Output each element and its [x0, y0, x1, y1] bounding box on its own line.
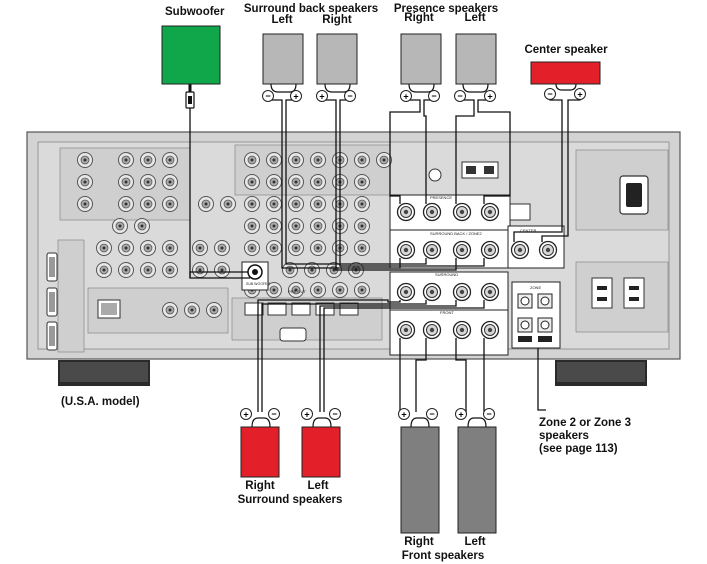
svg-text:−: − [332, 409, 337, 419]
svg-text:+: + [487, 92, 492, 102]
surround-back-left-speaker: − + [262, 33, 304, 102]
zone-label-line1: Zone 2 or Zone 3 [539, 417, 632, 429]
zone-block-text: ZONE [530, 285, 541, 290]
svg-text:−: − [486, 409, 491, 419]
front-left-speaker: + − [455, 408, 497, 534]
center-block-text: CENTER [520, 228, 537, 233]
receiver-rear-panel [26, 131, 681, 386]
presence-left-speaker: − + [454, 33, 497, 102]
svg-text:+: + [319, 92, 324, 102]
svg-text:−: − [271, 409, 276, 419]
presence-right-label: Right [404, 12, 434, 24]
svg-text:−: − [347, 91, 352, 101]
zone-label-line3: (see page 113) [539, 443, 618, 455]
svg-text:+: + [401, 410, 406, 420]
sub-out-text: SUB WOOFER [246, 282, 270, 286]
svg-text:−: − [429, 409, 434, 419]
subwoofer-box [161, 25, 221, 85]
svg-text:+: + [293, 92, 298, 102]
hdmi-ports [46, 252, 58, 351]
svg-text:+: + [403, 92, 408, 102]
usa-model-label: (U.S.A. model) [61, 396, 140, 408]
front-left-label: Left [464, 536, 486, 548]
surround-left-label: Left [307, 480, 329, 492]
front-block-text: FRONT [440, 310, 454, 315]
svg-text:−: − [457, 91, 462, 101]
front-speakers-label: Front speakers [401, 550, 485, 562]
front-right-label: Right [404, 536, 434, 548]
presence-right-speaker: + − [400, 33, 442, 102]
svg-text:−: − [431, 91, 436, 101]
svg-text:+: + [243, 410, 248, 420]
zone-label-line2: speakers [539, 430, 589, 442]
misc-connectors [97, 161, 531, 342]
surround-back-right-label: Right [322, 14, 352, 26]
ac-inlet [619, 175, 649, 215]
presence-left-label: Left [464, 12, 486, 24]
subwoofer-plug [185, 91, 195, 109]
svg-text:+: + [577, 90, 582, 100]
svg-text:+: + [458, 410, 463, 420]
center-speaker-box: − + [530, 61, 601, 100]
speaker-terminal-block: PRESENCE SURROUND BACK / ZONE2 CENTER SU… [389, 194, 565, 356]
surround-speakers-label: Surround speakers [237, 494, 343, 506]
pre-out-text: PRE OUT [288, 289, 306, 294]
surround-back-speakers-label: Surround back speakers [243, 3, 379, 15]
presence-block-text: PRESENCE [430, 195, 452, 200]
surround-block-text: SURROUND [435, 272, 458, 277]
svg-text:+: + [304, 410, 309, 420]
presence-speakers-label: Presence speakers [393, 3, 499, 15]
svg-text:−: − [547, 89, 552, 99]
subwoofer-label: Subwoofer [165, 6, 225, 18]
surround-back-left-label: Left [271, 14, 293, 26]
zone-terminal-block: ZONE [511, 281, 561, 349]
center-speaker-label: Center speaker [524, 44, 608, 56]
surround-right-speaker: + − [240, 408, 280, 478]
surround-back-right-speaker: + − [316, 33, 358, 102]
surround-back-block-text: SURROUND BACK / ZONE2 [430, 231, 483, 236]
ac-outlets [591, 277, 645, 309]
front-right-speaker: + − [398, 408, 440, 534]
svg-text:−: − [265, 91, 270, 101]
surround-right-label: Right [245, 480, 275, 492]
surround-left-speaker: + − [301, 408, 341, 478]
